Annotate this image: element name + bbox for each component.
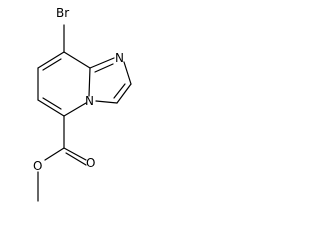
bond-c6-c5 (37, 99, 65, 117)
bond-carbonyl-double-a (63, 147, 87, 161)
imidazole-nitrogen-label: N (115, 51, 124, 65)
bond-c5-n4 (63, 102, 87, 117)
bond-c8-c7-inner (42, 58, 62, 71)
bond-c2-c3-inner (113, 83, 126, 99)
bond-c3-n4 (95, 100, 118, 104)
ester-oxygen-label: O (33, 159, 42, 173)
bond-c8a-n1 (89, 57, 115, 69)
carbonyl-oxygen-label: O (86, 156, 95, 170)
bond-c2-c3 (116, 83, 132, 104)
bond-c8-c7 (37, 51, 65, 69)
atom-labels: Br N N O O (33, 6, 124, 173)
structure-canvas: Br N N O O (0, 0, 144, 232)
bond-carbonyl-ester-o (44, 147, 65, 161)
bond-c8a-c8 (63, 51, 91, 69)
bridgehead-nitrogen-label: N (85, 94, 94, 108)
molecule-structure: Br N N O O (33, 6, 132, 202)
bond-c8a-n1-inner (94, 63, 114, 73)
bond-carbonyl-double-b (65, 152, 87, 166)
bromine-atom-label: Br (56, 6, 69, 20)
bonds (37, 24, 132, 202)
bond-n4-c8a (88, 67, 91, 97)
bond-n1-c2 (123, 61, 132, 85)
bond-c6-c5-inner (42, 97, 62, 110)
